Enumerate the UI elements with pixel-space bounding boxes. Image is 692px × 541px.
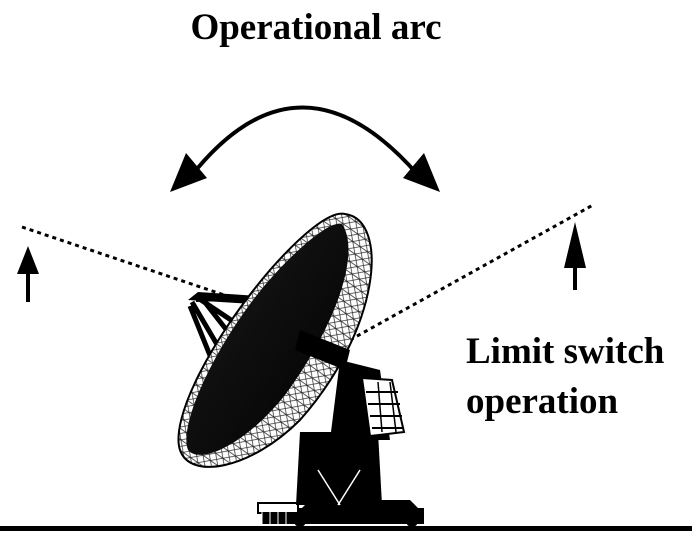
dish-reflector [177, 212, 373, 468]
limit-switch-label-line2: operation [466, 381, 619, 422]
right-limit-line [349, 203, 594, 342]
operational-arc [190, 105, 420, 177]
left-limit-arrow [17, 246, 39, 302]
antenna-pedestal [296, 360, 406, 506]
ground-line [0, 526, 692, 531]
diagram-title: Operational arc [190, 7, 442, 48]
arc-right-arrowhead [403, 153, 440, 192]
limit-switch-label-line1: Limit switch [466, 331, 665, 372]
radio-telescope [177, 212, 424, 527]
right-limit-arrow [564, 222, 586, 290]
arc-left-arrowhead [170, 153, 207, 192]
